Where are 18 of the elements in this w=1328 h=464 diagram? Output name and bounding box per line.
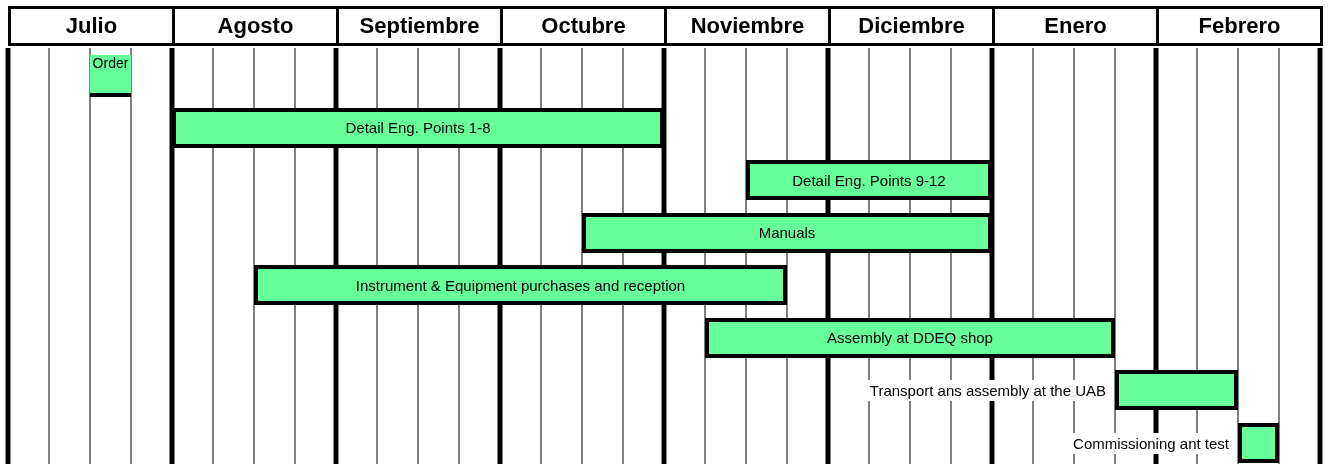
month-header: Febrero (1156, 6, 1323, 46)
task-bar: Manuals (582, 212, 992, 253)
task-bar: Instrument & Equipment purchases and reception (254, 265, 787, 305)
month-header: Agosto (172, 6, 339, 46)
task-label: Transport ans assembly at the UAB (866, 380, 1109, 401)
task-bar (1115, 370, 1238, 410)
month-header: Julio (8, 6, 175, 46)
task-bar: Assembly at DDEQ shop (705, 317, 1115, 358)
task-bar: Order (90, 55, 131, 97)
task-bar: Detail Eng. Points 1-8 (172, 107, 664, 148)
month-header: Noviembre (664, 6, 831, 46)
month-header: Diciembre (828, 6, 995, 46)
task-bar (1238, 422, 1279, 463)
task-label: Commissioning ant test (1070, 432, 1232, 454)
month-header: Octubre (500, 6, 667, 46)
month-header: Enero (992, 6, 1159, 46)
task-bar: Detail Eng. Points 9-12 (746, 160, 992, 200)
month-header: Septiembre (336, 6, 503, 46)
